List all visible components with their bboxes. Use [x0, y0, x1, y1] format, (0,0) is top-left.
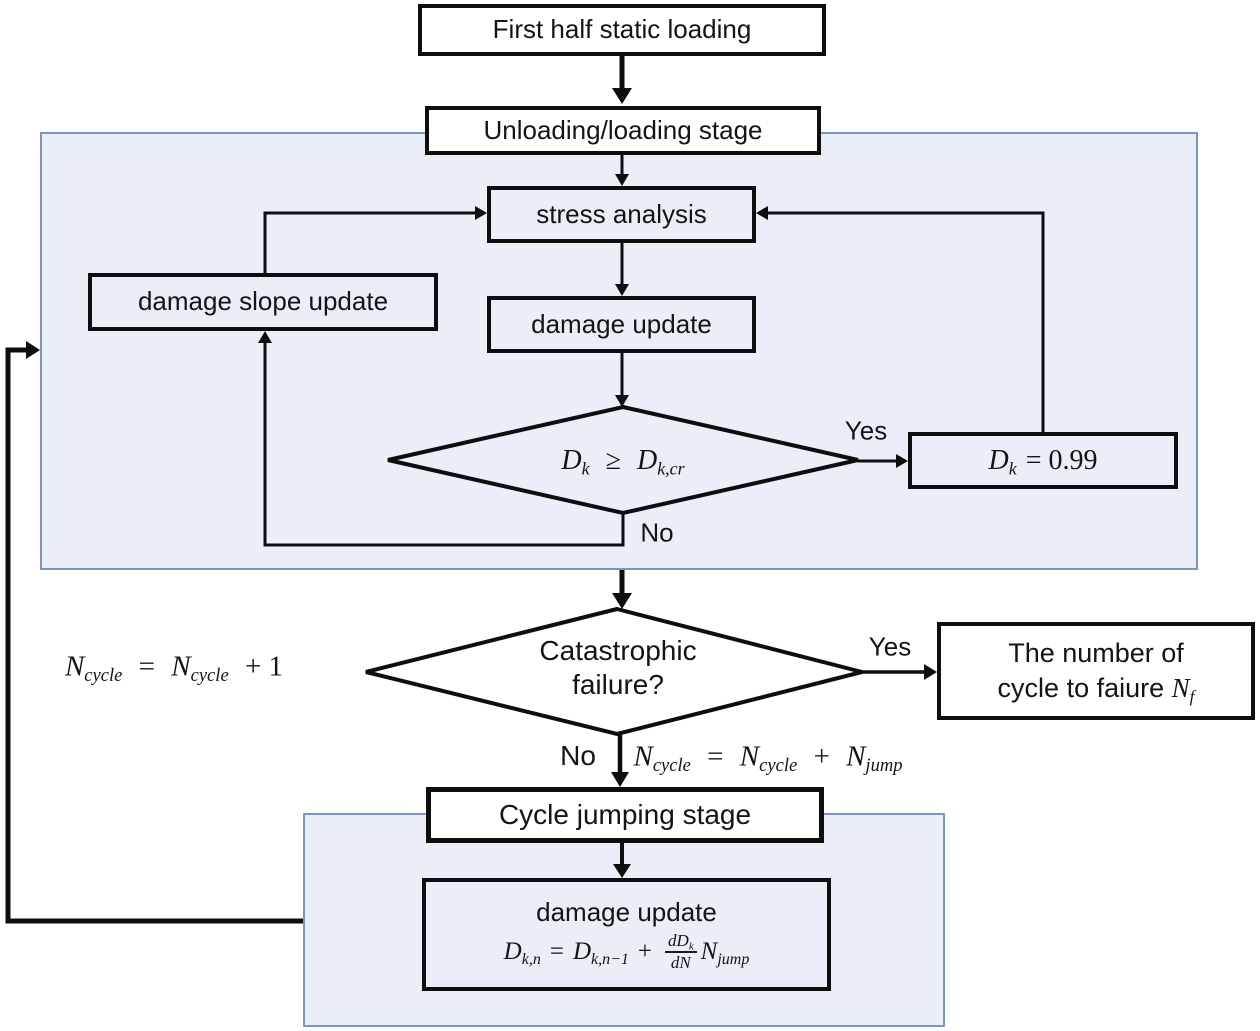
jump-lhs: Ncycle: [633, 740, 691, 777]
nf-text: The number of cycle to faiure Nf: [998, 636, 1195, 706]
arrow-firsthalf-to-unloading: [612, 56, 632, 104]
label-no-catastrophic: No: [560, 740, 596, 771]
dk-check-rhs-base: D: [636, 445, 658, 476]
inc-rhs: Ncycle: [171, 650, 229, 687]
jump-rhs-base: N: [739, 740, 760, 773]
dk-check-rhs-sub: k,cr: [657, 458, 685, 479]
jump-njump-base: N: [846, 740, 866, 773]
arrow-unloading-to-stress: [615, 155, 629, 186]
formula-rhs-base: D: [572, 938, 592, 966]
dk-set-sub: k: [1008, 458, 1017, 479]
dk-set-base: D: [988, 444, 1009, 476]
formula-lhs-base: D: [503, 938, 522, 966]
inc-plus-one: + 1: [244, 650, 284, 683]
jump-plus: +: [813, 740, 830, 773]
decision-dk-text: Dk ≥ Dk,cr: [561, 445, 684, 477]
arrow-decision-yes-to-dkset: [858, 454, 908, 468]
node-first-half-static-loading: First half static loading: [418, 4, 826, 56]
nf-line1: The number of: [1008, 637, 1184, 668]
label-ncycle-increment: Ncycle = Ncycle + 1: [64, 650, 284, 687]
connector-decision-no-to-damageslope: [258, 331, 625, 547]
jump-rhs: Ncycle: [739, 740, 798, 777]
formula-lhs: Dk,n: [504, 937, 541, 967]
damage-update2-formula: Dk,n = Dk,n−1 + dDk dN Njump: [504, 932, 750, 972]
node-damage-slope-label: damage slope update: [137, 286, 389, 317]
dk-set-var: Dk: [989, 444, 1017, 478]
jump-equals: =: [707, 740, 724, 773]
formula-njump: Njump: [701, 937, 750, 967]
nf-var-sub: f: [1189, 687, 1195, 707]
dk-check-operator: ≥: [605, 445, 621, 476]
inc-rhs-base: N: [171, 650, 191, 683]
node-unloading-loading-stage: Unloading/loading stage: [425, 106, 821, 155]
jump-rhs-sub: cycle: [759, 755, 798, 777]
dk-check-lhs: Dk: [561, 445, 590, 479]
node-unloading-label: Unloading/loading stage: [483, 114, 763, 145]
node-cycle-jumping-label: Cycle jumping stage: [498, 799, 752, 831]
formula-fraction-num: dDk: [665, 931, 697, 954]
formula-fraction: dDk dN: [665, 932, 697, 972]
inc-lhs: Ncycle: [64, 650, 123, 687]
jump-lhs-sub: cycle: [652, 755, 691, 777]
decision-catastrophic-text: Catastrophic failure?: [539, 634, 696, 702]
connector-damageslope-to-stress: [263, 206, 487, 273]
node-first-half-label: First half static loading: [492, 14, 752, 45]
arrow-damageupdate-to-decision: [615, 353, 629, 407]
inc-equals: =: [138, 650, 155, 683]
decision-diamond-dk: [387, 404, 859, 516]
node-damage-update-jump: damage update Dk,n = Dk,n−1 + dDk dN Nju…: [422, 878, 831, 991]
label-yes-catastrophic: Yes: [868, 631, 912, 662]
inc-lhs-sub: cycle: [84, 665, 123, 687]
inc-lhs-base: N: [64, 650, 85, 683]
node-damage-update-label: damage update: [531, 308, 712, 339]
dk-set-value: = 0.99: [1025, 444, 1098, 476]
node-stress-analysis: stress analysis: [487, 186, 756, 243]
dk-check-lhs-base: D: [561, 445, 582, 476]
arrow-catastrophic-yes-to-nf: [862, 664, 937, 680]
node-stress-label: stress analysis: [536, 198, 707, 229]
arrow-container1-to-catastrophic: [612, 570, 632, 609]
formula-njump-base: N: [700, 938, 718, 966]
jump-lhs-base: N: [633, 740, 653, 773]
jump-njump: Njump: [846, 740, 903, 777]
node-cycle-jumping-stage: Cycle jumping stage: [426, 787, 824, 843]
label-yes-dk: Yes: [844, 415, 888, 446]
formula-rhs: Dk,n−1: [573, 937, 629, 967]
connector-dkset-to-stress: [756, 206, 1045, 433]
formula-njump-sub: jump: [717, 950, 750, 968]
fraction-num-base: dD: [668, 931, 689, 951]
arrow-stress-to-damageupdate: [615, 243, 629, 296]
formula-equals: =: [549, 938, 564, 966]
damage-update2-title: damage update: [536, 897, 717, 928]
nf-line2-prefix: cycle to faiure: [997, 673, 1172, 703]
formula-rhs-sub: k,n−1: [591, 950, 629, 968]
jump-njump-sub: jump: [865, 755, 903, 777]
nf-variable: Nf: [1171, 673, 1195, 707]
label-ncycle-jump: Ncycle = Ncycle + Njump: [633, 740, 903, 777]
catastrophic-line1: Catastrophic: [539, 634, 697, 666]
dk-check-lhs-sub: k: [581, 458, 590, 479]
inc-rhs-sub: cycle: [190, 665, 229, 687]
decision-diamond-catastrophic: [365, 606, 863, 737]
arrow-catastrophic-no-to-cyclejumping: [611, 734, 629, 787]
formula-plus: +: [637, 938, 653, 966]
node-number-of-cycles-to-failure: The number of cycle to faiure Nf: [937, 622, 1255, 720]
formula-lhs-sub: k,n: [521, 950, 541, 968]
dk-check-rhs: Dk,cr: [636, 445, 685, 479]
arrow-cyclejumping-to-damageupdate2: [613, 843, 631, 878]
nf-line2: cycle to faiure Nf: [998, 671, 1195, 706]
node-damage-update: damage update: [487, 296, 756, 353]
catastrophic-line2: failure?: [572, 669, 664, 700]
fraction-num-sub: k: [688, 940, 694, 953]
connector-outer-loop: [5, 341, 303, 924]
node-dk-equals-099: Dk = 0.99: [908, 432, 1178, 489]
formula-fraction-den: dN: [670, 953, 691, 973]
label-no-dk: No: [640, 517, 674, 548]
node-damage-slope-update: damage slope update: [88, 273, 438, 331]
nf-var-base: N: [1171, 673, 1190, 703]
